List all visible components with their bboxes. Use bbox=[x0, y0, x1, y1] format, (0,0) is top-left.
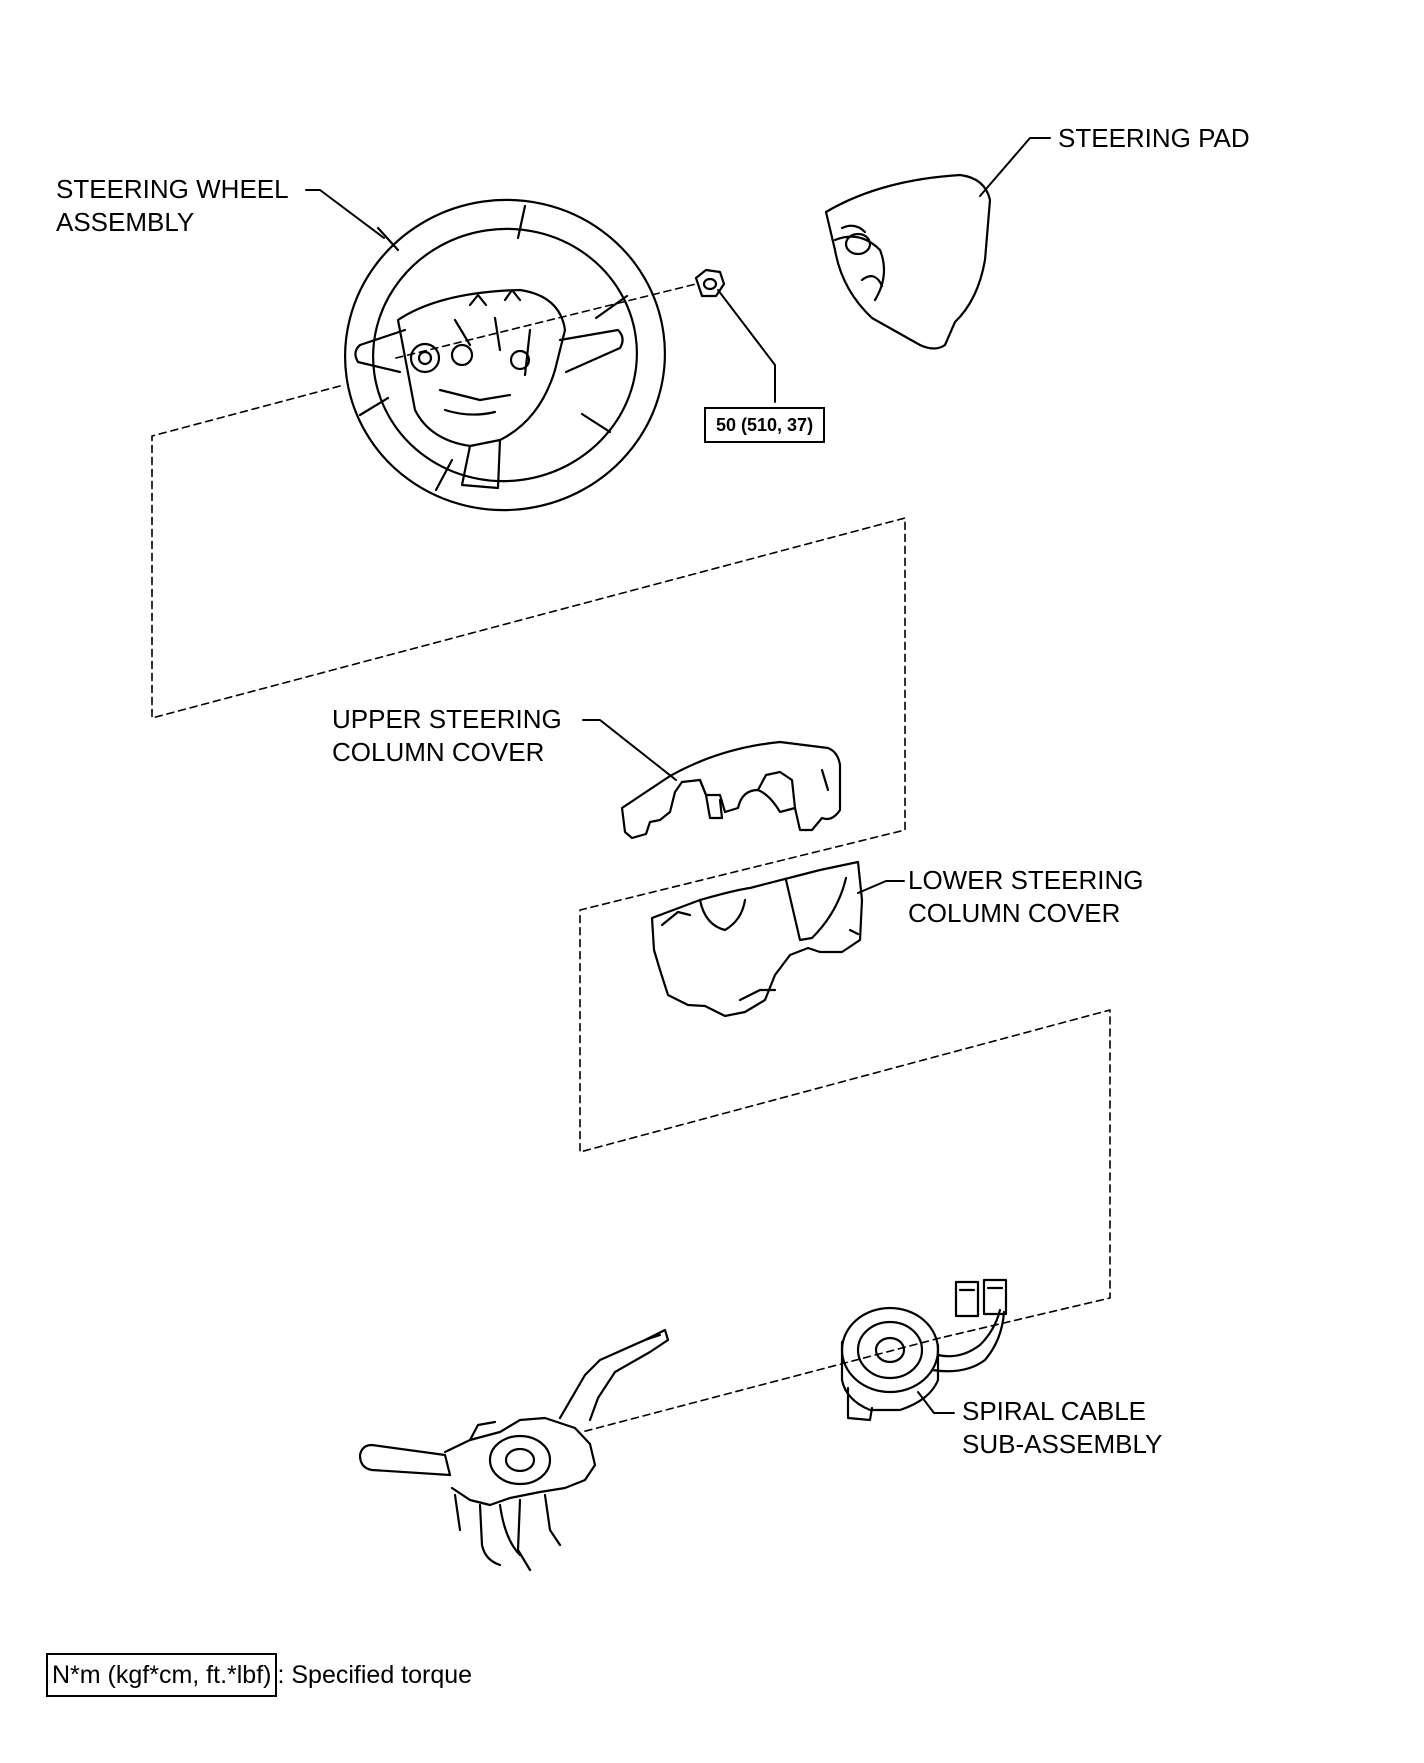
steering-pad-label: STEERING PAD bbox=[1058, 122, 1250, 155]
assembly-guide-lines bbox=[151, 283, 1111, 1433]
spiral-cable-label: SPIRAL CABLE SUB-ASSEMBLY bbox=[962, 1395, 1162, 1461]
upper-cover-label-line1: UPPER STEERING bbox=[332, 704, 562, 734]
steering-pad-label-text: STEERING PAD bbox=[1058, 123, 1250, 153]
steering-wheel-label: STEERING WHEEL ASSEMBLY bbox=[56, 173, 289, 239]
steering-pad-drawing bbox=[824, 173, 992, 350]
spiral-cable-drawing bbox=[840, 1278, 1008, 1422]
legend-unit-box: N*m (kgf*cm, ft.*lbf) bbox=[46, 1653, 278, 1697]
upper-cover-label-line2: COLUMN COVER bbox=[332, 737, 545, 767]
lower-cover-label: LOWER STEERING COLUMN COVER bbox=[908, 864, 1143, 930]
steering-wheel-label-line1: STEERING WHEEL bbox=[56, 174, 289, 204]
torque-spec-box: 50 (510, 37) bbox=[704, 407, 826, 443]
lower-column-cover-drawing bbox=[650, 860, 864, 1018]
nut-drawing bbox=[694, 268, 726, 298]
combination-switch-drawing bbox=[358, 1328, 670, 1572]
spiral-cable-label-line1: SPIRAL CABLE bbox=[962, 1396, 1147, 1426]
steering-wheel-label-line2: ASSEMBLY bbox=[56, 207, 195, 237]
spiral-cable-label-line2: SUB-ASSEMBLY bbox=[962, 1429, 1163, 1459]
leader-lines bbox=[305, 137, 1051, 1414]
steering-wheel-drawing bbox=[343, 198, 667, 512]
legend-description: : Specified torque bbox=[277, 1661, 473, 1689]
lower-cover-label-line2: COLUMN COVER bbox=[908, 898, 1121, 928]
upper-column-cover-drawing bbox=[620, 740, 842, 840]
lower-cover-label-line1: LOWER STEERING bbox=[908, 865, 1144, 895]
torque-legend: N*m (kgf*cm, ft.*lbf): Specified torque bbox=[46, 1653, 472, 1697]
upper-cover-label: UPPER STEERING COLUMN COVER bbox=[332, 703, 562, 769]
